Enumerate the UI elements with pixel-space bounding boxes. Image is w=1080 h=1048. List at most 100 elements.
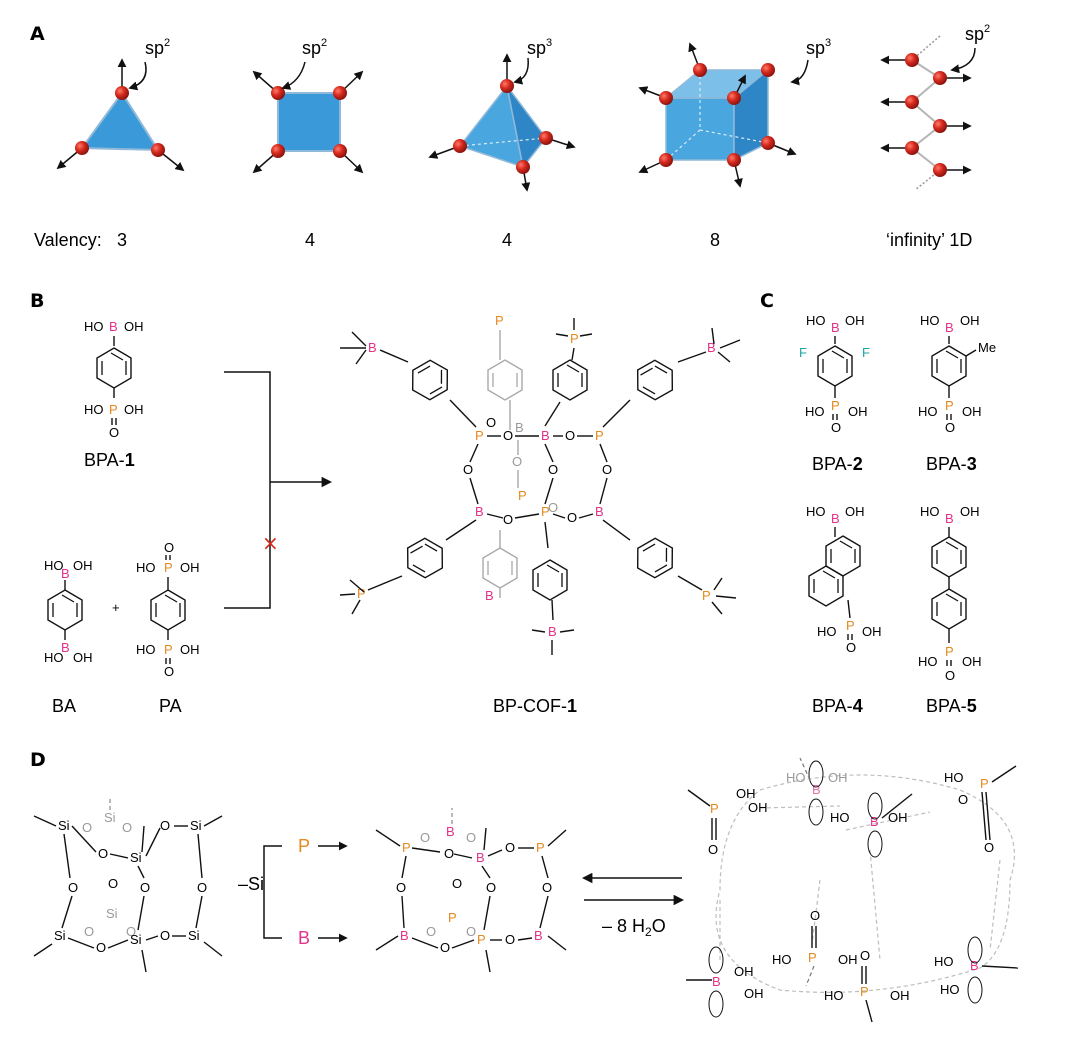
svg-text:O: O: [503, 428, 513, 443]
svg-text:OH: OH: [180, 560, 200, 575]
svg-text:OH: OH: [828, 770, 848, 785]
svg-text:OH: OH: [748, 800, 768, 815]
svg-text:OH: OH: [73, 650, 93, 665]
svg-text:HO: HO: [824, 988, 844, 1003]
svg-text:OH: OH: [73, 558, 93, 573]
bpa5-molecule: HO B OH HO P OH O: [918, 504, 982, 683]
svg-text:O: O: [984, 840, 994, 855]
svg-text:F: F: [862, 345, 870, 360]
svg-text:HO: HO: [772, 952, 792, 967]
svg-text:OH: OH: [848, 404, 868, 419]
svg-text:B: B: [61, 640, 70, 655]
svg-text:OH: OH: [736, 786, 756, 801]
hybrid-label-chain: sp2: [965, 23, 990, 44]
svg-text:P: P: [860, 984, 869, 999]
bpa2-molecule: HO B OH F F HO P OH O: [799, 313, 870, 435]
svg-text:P: P: [945, 644, 954, 659]
svg-text:P: P: [164, 560, 173, 575]
ba-molecule: HO B OH B HO OH: [44, 558, 93, 665]
svg-text:B: B: [812, 782, 821, 797]
hybrid-label-triangle: sp2: [145, 37, 170, 58]
svg-text:B: B: [534, 928, 543, 943]
svg-text:B: B: [446, 824, 455, 839]
svg-text:O: O: [512, 454, 522, 469]
svg-text:HO: HO: [84, 319, 104, 334]
svg-text:B: B: [485, 588, 494, 603]
svg-text:P: P: [518, 488, 527, 503]
svg-text:HO: HO: [920, 313, 940, 328]
svg-text:O: O: [505, 840, 515, 855]
svg-text:O: O: [396, 880, 406, 895]
svg-text:Si: Si: [54, 928, 66, 943]
svg-text:B: B: [475, 504, 484, 519]
bpa4-label: BPA-4: [812, 696, 863, 716]
svg-text:B: B: [970, 958, 979, 973]
svg-text:OH: OH: [960, 313, 980, 328]
svg-text:HO: HO: [806, 313, 826, 328]
bpa3-label: BPA-3: [926, 454, 977, 474]
svg-text:Si: Si: [188, 928, 200, 943]
svg-text:F: F: [799, 345, 807, 360]
pa-molecule: O HO P OH HO P OH O: [136, 540, 200, 679]
valency-chain: ‘infinity’ 1D: [886, 230, 972, 250]
svg-text:O: O: [126, 924, 136, 939]
svg-text:O: O: [542, 880, 552, 895]
svg-text:O: O: [846, 640, 856, 655]
bpa4-molecule: HO B OH HO P OH O: [806, 504, 882, 655]
svg-text:B: B: [541, 428, 550, 443]
svg-text:O: O: [68, 880, 78, 895]
substitution-scheme: –Si P B: [238, 836, 348, 948]
svg-text:OH: OH: [734, 964, 754, 979]
svg-text:OH: OH: [124, 319, 144, 334]
water-loss-label: – 8 H2O: [602, 916, 666, 939]
svg-text:OH: OH: [890, 988, 910, 1003]
svg-text:P: P: [980, 776, 989, 791]
svg-text:O: O: [98, 846, 108, 861]
svg-text:P: P: [831, 398, 840, 413]
plus-sign: +: [112, 600, 120, 615]
svg-text:HO: HO: [817, 624, 837, 639]
svg-text:O: O: [548, 500, 558, 515]
hybrid-label-square: sp2: [302, 37, 327, 58]
svg-text:O: O: [140, 880, 150, 895]
bp-cof1-label: BP-COF-1: [493, 696, 577, 716]
svg-text:O: O: [466, 830, 476, 845]
svg-text:P: P: [164, 642, 173, 657]
svg-text:O: O: [708, 842, 718, 857]
svg-text:Si: Si: [106, 906, 118, 921]
bpa1-label: BPA-1: [84, 450, 135, 470]
panel-a-letter: A: [30, 23, 45, 45]
svg-text:O: O: [444, 846, 454, 861]
svg-text:O: O: [84, 924, 94, 939]
square-shape: [277, 92, 341, 152]
svg-text:O: O: [548, 462, 558, 477]
svg-text:O: O: [420, 830, 430, 845]
svg-text:P: P: [702, 588, 711, 603]
svg-text:O: O: [108, 876, 118, 891]
valency-cube: 8: [710, 230, 720, 250]
svg-text:O: O: [503, 512, 513, 527]
svg-text:HO: HO: [920, 504, 940, 519]
svg-text:O: O: [958, 792, 968, 807]
panel-a-shapes: [56, 35, 976, 192]
svg-text:B: B: [400, 928, 409, 943]
svg-text:P: P: [710, 801, 719, 816]
svg-text:O: O: [160, 818, 170, 833]
svg-text:B: B: [945, 320, 954, 335]
svg-text:OH: OH: [962, 654, 982, 669]
panel-c-letter: C: [760, 290, 774, 312]
svg-text:O: O: [440, 940, 450, 955]
svg-text:P: P: [448, 910, 457, 925]
svg-text:Si: Si: [130, 932, 142, 947]
b-label: B: [298, 928, 310, 948]
svg-text:O: O: [109, 425, 119, 440]
svg-text:B: B: [707, 340, 716, 355]
svg-text:B: B: [368, 340, 377, 355]
svg-text:HO: HO: [934, 954, 954, 969]
svg-text:Si: Si: [58, 818, 70, 833]
svg-text:P: P: [808, 950, 817, 965]
hybrid-label-cube: sp3: [806, 37, 831, 58]
svg-text:P: P: [109, 402, 118, 417]
svg-text:HO: HO: [805, 404, 825, 419]
